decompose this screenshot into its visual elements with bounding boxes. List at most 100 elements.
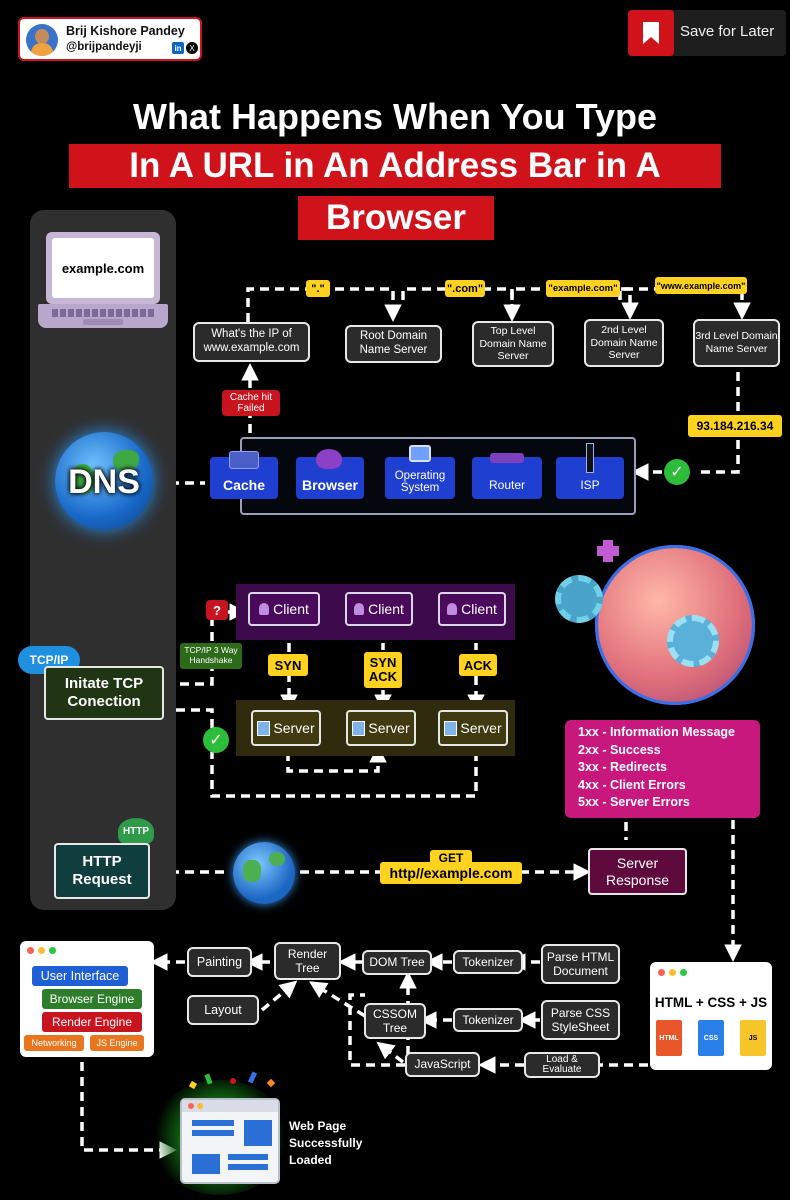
server-response-box: Server Response [588,848,687,895]
js-engine-layer: JS Engine [90,1035,144,1051]
syn-ack-label: SYN ACK [364,652,402,688]
js-file-icon: JS [740,1020,766,1056]
parse-css-box: Parse CSS StyleSheet [541,1000,620,1040]
broom-icon [229,451,259,469]
cache-layer-label: Operating System [394,469,446,494]
top-level-domain-server: Top Level Domain Name Server [472,321,554,367]
title-line-1: What Happens When You Type [132,96,658,137]
server-icon [352,720,366,736]
server-icon [257,720,271,736]
status-code-4xx: 4xx - Client Errors [578,777,686,792]
cssom-tree-box: CSSOM Tree [364,1003,426,1039]
user-icon [259,603,270,615]
title-line-2: In A URL in An Address Bar in A [69,144,721,188]
ip-resolved-check-icon: ✓ [664,459,690,485]
cache-layer-os: Operating System [385,445,455,499]
www-tag: "www.example.com" [655,277,747,294]
author-handle: @brijpandeyji [66,41,142,53]
computer-icon [409,445,431,462]
tcp-established-check-icon: ✓ [203,727,229,753]
client-box: Client [248,592,320,626]
x-icon[interactable]: X [186,42,198,54]
avatar [26,24,58,56]
load-evaluate-box: Load & Evaluate [524,1052,600,1078]
linkedin-icon[interactable]: in [172,42,184,54]
javascript-box: JavaScript [405,1052,480,1077]
tokenizer-html-box: Tokenizer [453,950,523,974]
cache-layer-isp: ISP [556,443,624,499]
loaded-webpage-icon [180,1098,280,1184]
server-box: Server [346,710,416,746]
internet-globe-icon [233,842,295,904]
save-for-later-button[interactable]: Save for Later [628,10,786,56]
dom-tree-box: DOM Tree [362,950,432,975]
example-tag: "example.com" [546,280,620,297]
dns-query-box: What's the IP of www.example.com [193,322,310,362]
cache-layer-label: ISP [580,478,600,492]
cache-layer-browser: Browser [296,449,364,499]
browser-icon [316,449,342,469]
antenna-icon [586,443,594,473]
client-label: Client [368,601,404,617]
http-lock-badge: HTTP [118,818,154,844]
server-label: Server [368,720,410,736]
cache-layer-router: Router [472,453,542,499]
author-card[interactable]: Brij Kishore Pandey @brijpandeyji in X [18,17,202,61]
user-interface-layer: User Interface [32,966,128,986]
cache-layer-label: Cache [222,477,266,493]
client-label: Client [461,601,497,617]
initiate-tcp-box: Initate TCP Conection [44,666,164,720]
status-code-5xx: 5xx - Server Errors [578,795,690,810]
css-file-icon: CSS [698,1020,724,1056]
cache-miss-label: Cache hit Failed [222,390,280,416]
status-code-1xx: 1xx - Information Message [578,725,735,739]
server-label: Server [273,720,315,736]
tokenizer-css-box: Tokenizer [453,1008,523,1032]
source-files-window: HTML + CSS + JS HTML CSS JS [650,962,772,1070]
laptop-url: example.com [52,238,154,298]
server-label: Server [460,720,502,736]
question-icon: ? [206,600,228,620]
laptop-icon: example.com [38,232,168,332]
root-domain-server: Root Domain Name Server [345,325,442,363]
browser-architecture-window: User Interface Browser Engine Render Eng… [20,941,154,1057]
network-globe-illustration [555,535,765,710]
second-level-domain-server: 2nd Level Domain Name Server [584,319,664,367]
handshake-label: TCP/IP 3 Way Handshake [180,643,242,669]
ack-label: ACK [459,654,497,676]
bookmark-icon [628,10,674,56]
save-label: Save for Later [680,23,775,40]
status-code-3xx: 3xx - Redirects [578,760,667,775]
source-files-title: HTML + CSS + JS [654,994,768,1010]
root-tag: "." [306,280,330,297]
cache-layer-label: Router [488,478,526,492]
status-codes-box: 1xx - Information Message 2xx - Success … [565,720,760,818]
server-icon [444,720,458,736]
status-code-2xx: 2xx - Success [578,742,661,757]
author-name: Brij Kishore Pandey [66,24,185,38]
dns-globe-icon [55,432,153,530]
http-request-box: HTTP Request [54,843,150,899]
user-icon [354,603,365,615]
syn-label: SYN [268,654,308,676]
painting-box: Painting [187,947,252,977]
com-tag: ".com" [445,280,485,297]
client-label: Client [273,601,309,617]
resolved-ip: 93.184.216.34 [688,415,782,437]
get-url-label: http//example.com [380,862,522,884]
cache-layer-cache: Cache [210,451,278,499]
title-line-3: Browser [298,196,494,240]
success-message: Web Page Successfully Loaded [289,1119,363,1167]
client-box: Client [438,592,506,626]
browser-engine-layer: Browser Engine [42,989,142,1009]
networking-layer: Networking [24,1035,84,1051]
render-engine-layer: Render Engine [42,1012,142,1032]
dns-label: DNS [68,462,140,501]
layout-box: Layout [187,995,259,1025]
confetti-icon [184,1071,284,1098]
render-tree-box: Render Tree [274,942,341,980]
user-icon [447,603,458,615]
server-box: Server [438,710,508,746]
third-level-domain-server: 3rd Level Domain Name Server [693,319,780,367]
